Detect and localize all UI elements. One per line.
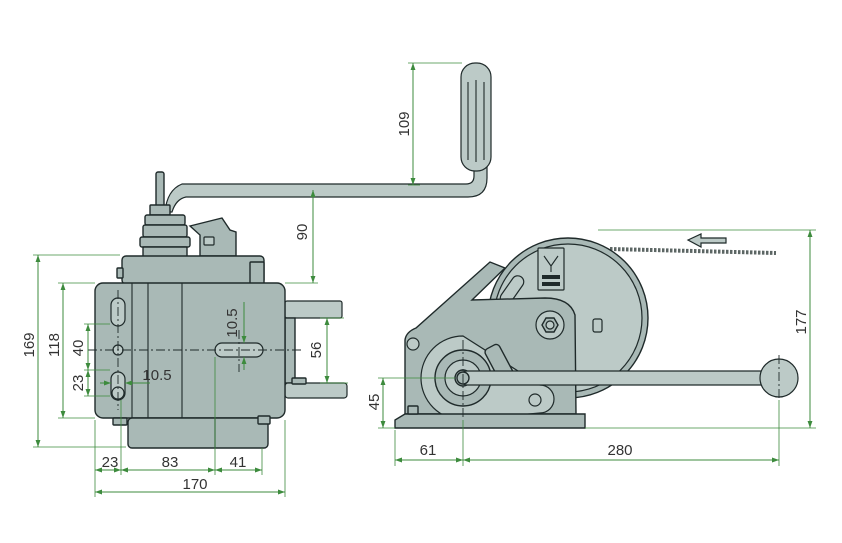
winch-front-view: 109 90 169 118 40 23 <box>21 62 492 497</box>
dim-bolt-offset-vertical: 23 <box>70 375 87 392</box>
manufacturer-plate <box>537 247 565 291</box>
dim-side-overall-height: 177 <box>793 309 810 334</box>
dim-crank-length: 280 <box>607 442 632 459</box>
drum-hub <box>535 310 565 340</box>
dim-crank-axis-offset: 61 <box>420 442 437 459</box>
bolt-left <box>406 337 420 351</box>
base-bolt <box>407 405 419 415</box>
dim-housing-height: 118 <box>46 333 63 357</box>
dim-overall-width: 170 <box>182 476 207 493</box>
dim-crank-axis-height: 45 <box>366 394 383 411</box>
handle-grip <box>460 62 492 172</box>
dim-shaft-spacing: 56 <box>308 342 325 359</box>
dim-bolt-spacing-horizontal: 83 <box>162 454 179 471</box>
dim-bolt-spacing-vertical: 40 <box>70 340 87 357</box>
base-housing <box>112 415 271 449</box>
pawl-lever <box>188 217 237 257</box>
dimensions-side: 177 45 61 280 <box>366 229 816 466</box>
gear-cover <box>116 255 265 285</box>
dim-bolt-offset-horizontal: 23 <box>102 454 119 471</box>
dim-crank-arm-height: 90 <box>294 224 311 241</box>
winch-side-view: 177 45 61 280 <box>366 229 816 466</box>
crank-arm <box>164 165 488 213</box>
bolt-right <box>528 393 542 407</box>
dim-handle-grip-height: 109 <box>396 111 413 136</box>
drum-window <box>592 318 603 333</box>
dim-right-offset: 41 <box>230 454 247 471</box>
crank-handle <box>155 62 492 213</box>
base-plate <box>394 413 586 429</box>
centerlines-side <box>462 340 780 420</box>
rope <box>609 247 777 255</box>
dimensions-front: 109 90 169 118 40 23 <box>21 62 462 497</box>
main-housing <box>94 282 286 419</box>
ratchet-assembly <box>139 204 191 258</box>
left-arrow-icon <box>686 233 727 249</box>
dim-slot-width-mount: 10.5 <box>142 367 171 384</box>
dim-slot-width-center: 10.5 <box>224 308 241 337</box>
dim-overall-height: 169 <box>21 332 38 357</box>
centerlines-front <box>88 290 302 410</box>
